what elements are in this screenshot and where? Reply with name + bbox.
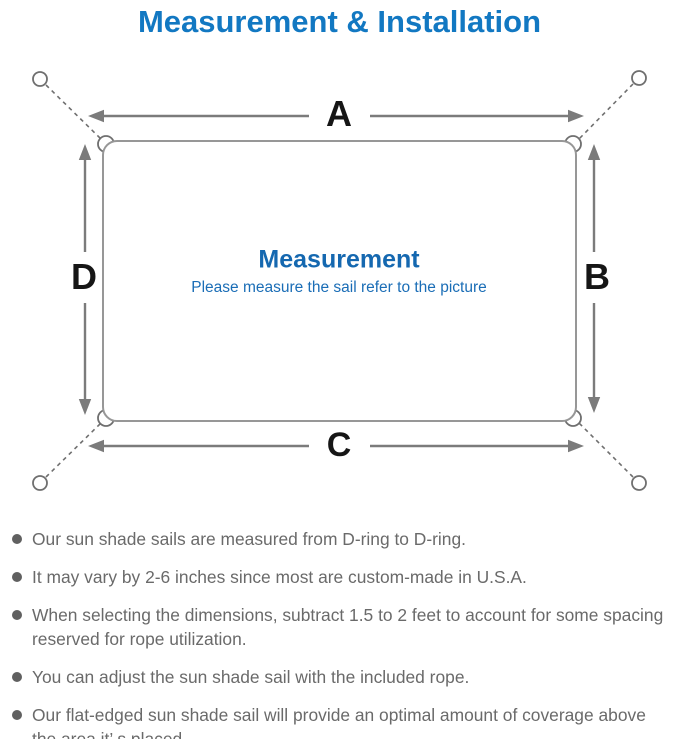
note-item: It may vary by 2-6 inches since most are… xyxy=(10,565,672,589)
notes-list: Our sun shade sails are measured from D-… xyxy=(10,527,672,739)
measurement-subtitle: Please measure the sail refer to the pic… xyxy=(191,279,487,296)
rope-dashed-line-top-left xyxy=(45,84,102,140)
note-text: Our flat-edged sun shade sail will provi… xyxy=(32,705,646,739)
page-title: Measurement & Installation xyxy=(137,4,542,39)
dimension-arrow-c xyxy=(88,439,584,453)
bullet-dot xyxy=(12,534,22,544)
sail-diagram-canvas xyxy=(32,70,647,491)
dimension-label-a: A xyxy=(326,93,352,134)
dimension-label-b: B xyxy=(584,256,610,297)
arrow-d-top-head xyxy=(78,144,92,160)
arrow-c-right-head xyxy=(568,439,584,453)
arrow-b-top-head xyxy=(587,144,601,160)
dimension-arrow-d xyxy=(78,144,92,415)
arrow-b-bottom-head xyxy=(587,397,601,413)
note-text: You can adjust the sun shade sail with t… xyxy=(32,667,470,687)
anchor-point-bottom-right xyxy=(631,475,647,491)
bullet-dot xyxy=(12,672,22,682)
rope-lines xyxy=(45,83,634,478)
arrow-c-left-head xyxy=(88,439,104,453)
dimension-label-c: C xyxy=(326,426,352,464)
rope-dashed-line-bottom-left xyxy=(45,422,102,478)
rope-dashed-line-top-right xyxy=(578,83,634,140)
measurement-heading: Measurement xyxy=(258,245,420,274)
note-text: Our sun shade sails are measured from D-… xyxy=(32,529,466,549)
sail-outline xyxy=(102,140,577,422)
note-item: You can adjust the sun shade sail with t… xyxy=(10,665,672,689)
bullet-dot xyxy=(12,710,22,720)
bullet-dot xyxy=(12,610,22,620)
arrow-a-right-head xyxy=(568,109,584,123)
note-item: When selecting the dimensions, subtract … xyxy=(10,603,672,651)
note-text: It may vary by 2-6 inches since most are… xyxy=(32,567,527,587)
sail-measurement-diagram: A B C D Measurement Please measure the s… xyxy=(0,55,679,515)
dimension-arrow-b xyxy=(587,144,601,413)
bullet-dot xyxy=(12,572,22,582)
anchor-points xyxy=(32,70,647,491)
note-item: Our flat-edged sun shade sail will provi… xyxy=(10,703,672,739)
note-item: Our sun shade sails are measured from D-… xyxy=(10,527,672,551)
arrow-d-bottom-head xyxy=(78,399,92,415)
dimension-arrow-a xyxy=(88,109,584,123)
anchor-point-top-left xyxy=(32,71,48,87)
dimension-label-d: D xyxy=(71,256,97,297)
arrow-a-left-head xyxy=(88,109,104,123)
rope-dashed-line-bottom-right xyxy=(578,422,634,478)
note-text: When selecting the dimensions, subtract … xyxy=(32,605,664,649)
anchor-point-top-right xyxy=(631,70,647,86)
anchor-point-bottom-left xyxy=(32,475,48,491)
